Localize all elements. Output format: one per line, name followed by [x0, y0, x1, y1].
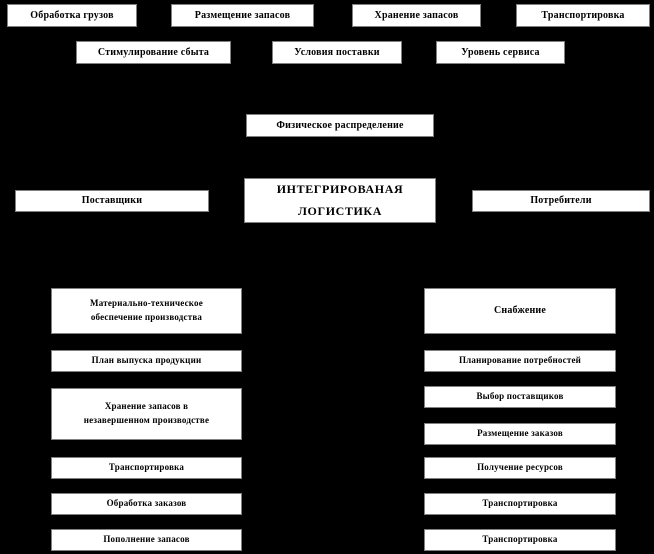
left-column-node-3-транспортировка: Транспортировка — [51, 457, 242, 479]
second-row-node-2-уровень-сервиса: Уровень сервиса — [436, 41, 565, 64]
left-column-node-3-транспортировка-label: Транспортировка — [108, 462, 185, 473]
right-column-node-2-выбор-поставщиков-label: Выбор поставщиков — [476, 391, 564, 402]
right-column-node-6-транспортировка: Транспортировка — [424, 529, 616, 551]
consumers-node-label: Потребители — [530, 195, 592, 207]
top-row-node-0-обработка-грузов-label: Обработка грузов — [30, 9, 114, 21]
left-column-node-5-пополнение-запасов-label: Пополнение запасов — [103, 534, 190, 545]
right-column-node-3-размещение-заказов: Размещение заказов — [424, 423, 616, 445]
consumers-node: Потребители — [472, 190, 650, 212]
left-column-node-4-обработка-заказов: Обработка заказов — [51, 493, 242, 515]
right-column-node-5-транспортировка: Транспортировка — [424, 493, 616, 515]
right-column-node-4-получение-ресурсов-label: Получение ресурсов — [477, 462, 563, 473]
right-column-node-4-получение-ресурсов: Получение ресурсов — [424, 457, 616, 479]
top-row-node-2-хранение-запасов: Хранение запасов — [352, 4, 481, 27]
left-column-node-1-план-выпуска-продукции: План выпуска продукции — [51, 350, 242, 372]
left-column-node-4-обработка-заказов-label: Обработка заказов — [106, 498, 187, 509]
suppliers-node-label: Поставщики — [81, 195, 143, 207]
top-row-node-1-размещение-запасов-label: Размещение запасов — [194, 9, 291, 21]
right-column-node-6-транспортировка-label: Транспортировка — [482, 534, 558, 545]
integrated-logistics-node: ИНТЕГРИРОВАНАЯ ЛОГИСТИКА — [244, 178, 436, 223]
right-column-node-0-снабжение-label: Снабжение — [493, 305, 547, 317]
left-column-node-0-материально-техническое-обеспечение-прои: Материально-техническое обеспечение прои… — [51, 288, 242, 334]
second-row-node-2-уровень-сервиса-label: Уровень сервиса — [461, 46, 540, 58]
top-row-node-0-обработка-грузов: Обработка грузов — [7, 4, 137, 27]
top-row-node-3-транспортировка: Транспортировка — [516, 4, 650, 27]
integrated-logistics-node-label: ИНТЕГРИРОВАНАЯ ЛОГИСТИКА — [276, 181, 404, 218]
top-row-node-1-размещение-запасов: Размещение запасов — [171, 4, 314, 27]
top-row-node-2-хранение-запасов-label: Хранение запасов — [374, 9, 459, 21]
second-row-node-0-стимулирование-сбыта: Стимулирование сбыта — [76, 41, 231, 64]
second-row-node-1-условия-поставки: Условия поставки — [272, 41, 402, 64]
right-column-node-3-размещение-заказов-label: Размещение заказов — [477, 428, 563, 439]
right-column-node-0-снабжение: Снабжение — [424, 288, 616, 334]
top-row-node-3-транспортировка-label: Транспортировка — [541, 9, 625, 21]
right-column-node-1-планирование-потребностей: Планирование потребностей — [424, 350, 616, 372]
left-column-node-2-хранение-запасов-в-незавершенном-произво: Хранение запасов в незавершенном произво… — [51, 388, 242, 440]
second-row-node-1-условия-поставки-label: Условия поставки — [294, 46, 380, 58]
right-column-node-2-выбор-поставщиков: Выбор поставщиков — [424, 386, 616, 408]
left-column-node-5-пополнение-запасов: Пополнение запасов — [51, 529, 242, 551]
physical-distribution-node-label: Физическое распределение — [276, 119, 404, 131]
right-column-node-5-транспортировка-label: Транспортировка — [482, 498, 558, 509]
physical-distribution-node: Физическое распределение — [246, 114, 434, 137]
left-column-node-1-план-выпуска-продукции-label: План выпуска продукции — [91, 355, 202, 366]
right-column-node-1-планирование-потребностей-label: Планирование потребностей — [458, 355, 582, 366]
suppliers-node: Поставщики — [15, 190, 209, 212]
second-row-node-0-стимулирование-сбыта-label: Стимулирование сбыта — [97, 46, 210, 58]
left-column-node-2-хранение-запасов-в-незавершенном-произво-label: Хранение запасов в незавершенном произво… — [83, 401, 210, 425]
left-column-node-0-материально-техническое-обеспечение-прои-label: Материально-техническое обеспечение прои… — [90, 298, 203, 322]
